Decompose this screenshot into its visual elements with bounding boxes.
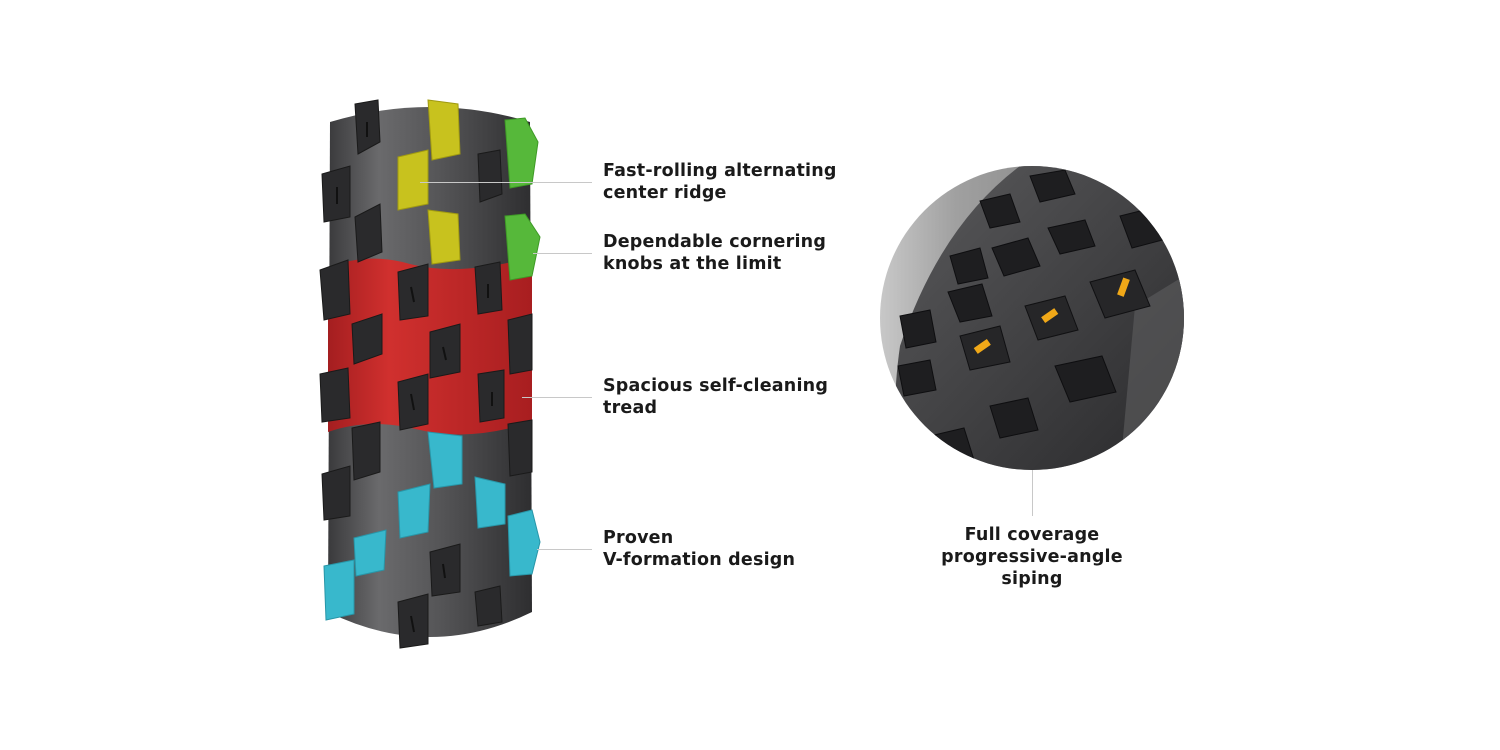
label-v-formation: Proven V-formation design: [603, 527, 795, 571]
callout-line-v-formation: [537, 549, 592, 550]
label-self-cleaning: Spacious self-cleaning tread: [603, 375, 828, 419]
callout-line-cornering-knobs: [533, 253, 592, 254]
label-siping-line3: siping: [1001, 569, 1063, 589]
callout-line-siping: [1032, 470, 1033, 516]
callout-line-center-ridge: [420, 182, 592, 183]
label-siping: Full coverage progressive-angle siping: [922, 524, 1142, 590]
label-cornering-knobs-line2: knobs at the limit: [603, 254, 782, 274]
label-self-cleaning-line1: Spacious self-cleaning: [603, 376, 829, 396]
label-center-ridge-line2: center ridge: [603, 183, 727, 203]
label-self-cleaning-line2: tread: [603, 398, 658, 418]
closeup-svg: [880, 166, 1184, 470]
callout-line-self-cleaning: [522, 397, 592, 398]
tire-tread-illustration: [310, 92, 550, 657]
siping-detail-closeup: [880, 166, 1184, 470]
label-center-ridge: Fast-rolling alternating center ridge: [603, 160, 837, 204]
label-siping-line1: Full coverage: [964, 525, 1100, 545]
label-cornering-knobs-line1: Dependable cornering: [603, 232, 827, 252]
label-cornering-knobs: Dependable cornering knobs at the limit: [603, 231, 826, 275]
label-center-ridge-line1: Fast-rolling alternating: [603, 161, 837, 181]
tire-svg: [319, 99, 541, 649]
label-v-formation-line2: V-formation design: [603, 550, 796, 570]
label-siping-line2: progressive-angle: [941, 547, 1123, 567]
label-v-formation-line1: Proven: [603, 528, 674, 548]
